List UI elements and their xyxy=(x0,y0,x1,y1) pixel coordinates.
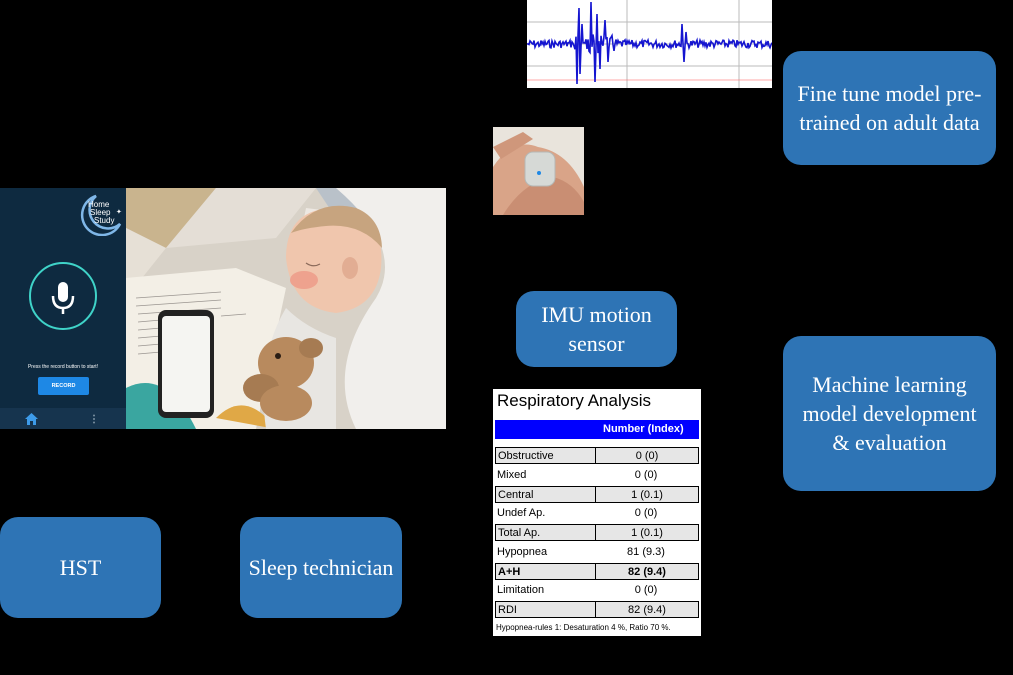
row-label: Limitation xyxy=(497,584,545,596)
cell-divider xyxy=(595,601,596,618)
sleep-technician-box: Sleep technician xyxy=(240,517,402,618)
row-value: 81 (9.3) xyxy=(627,546,665,558)
cell-divider xyxy=(595,447,596,464)
table-header: Number (Index) xyxy=(495,420,699,439)
app-logo-line3: Study xyxy=(94,216,115,225)
imu-device-photo xyxy=(493,127,584,215)
cell-divider xyxy=(595,563,596,580)
microphone-icon xyxy=(51,282,75,314)
table-row: Total Ap. 1 (0.1) xyxy=(495,524,699,541)
record-button[interactable]: RECORD xyxy=(38,377,89,395)
sleeping-infant-photo xyxy=(126,188,446,429)
moon-icon: ✦ xyxy=(80,194,122,236)
row-value: 0 (0) xyxy=(635,450,659,462)
fine-tune-model-box: Fine tune model pre-trained on adult dat… xyxy=(783,51,996,165)
row-label: Obstructive xyxy=(498,450,554,462)
home-icon[interactable] xyxy=(25,413,38,425)
table-row: Limitation 0 (0) xyxy=(495,582,697,599)
home-sleep-study-app: ✦ Home Sleep Study Press the record butt… xyxy=(0,188,126,429)
row-value: 82 (9.4) xyxy=(628,604,666,616)
table-row: Central 1 (0.1) xyxy=(495,486,699,503)
table-row: A+H 82 (9.4) xyxy=(495,563,699,580)
row-label: A+H xyxy=(498,566,521,578)
row-value: 0 (0) xyxy=(634,469,658,481)
table-row: Mixed 0 (0) xyxy=(495,467,697,484)
imu-motion-sensor-box: IMU motion sensor xyxy=(516,291,677,367)
more-vertical-icon[interactable] xyxy=(92,414,96,424)
row-label: Mixed xyxy=(497,469,527,481)
row-value: 1 (0.1) xyxy=(631,489,663,501)
app-logo-line2: Sleep xyxy=(90,208,111,217)
row-label: Central xyxy=(498,489,534,501)
table-footnote: Hypopnea-rules 1: Desaturation 4 %, Rati… xyxy=(496,623,671,632)
row-value: 1 (0.1) xyxy=(631,527,663,539)
signal-waveform xyxy=(526,0,773,88)
column-header: Number (Index) xyxy=(603,423,684,435)
hst-box: HST xyxy=(0,517,161,618)
cell-divider xyxy=(595,486,596,503)
table-row: Undef Ap. 0 (0) xyxy=(495,505,697,522)
app-instruction: Press the record button to start! xyxy=(27,364,99,370)
app-bottom-nav xyxy=(0,408,126,429)
cell-divider xyxy=(595,524,596,541)
microphone-button[interactable] xyxy=(29,262,97,330)
table-row: Hypopnea 81 (9.3) xyxy=(495,544,697,561)
ml-model-box: Machine learning model development & eva… xyxy=(783,336,996,491)
row-label: Undef Ap. xyxy=(497,507,546,519)
row-value: 82 (9.4) xyxy=(628,566,666,578)
table-row: Obstructive 0 (0) xyxy=(495,447,699,464)
row-label: RDI xyxy=(498,604,517,616)
app-logo-line1: Home xyxy=(88,200,110,209)
row-value: 0 (0) xyxy=(634,507,658,519)
table-row: RDI 82 (9.4) xyxy=(495,601,699,618)
row-label: Hypopnea xyxy=(497,546,548,558)
row-label: Total Ap. xyxy=(498,527,541,539)
respiratory-analysis-table: Respiratory Analysis Number (Index) Obst… xyxy=(493,389,701,636)
table-title: Respiratory Analysis xyxy=(497,391,652,410)
svg-text:✦: ✦ xyxy=(116,208,122,216)
row-value: 0 (0) xyxy=(634,584,658,596)
